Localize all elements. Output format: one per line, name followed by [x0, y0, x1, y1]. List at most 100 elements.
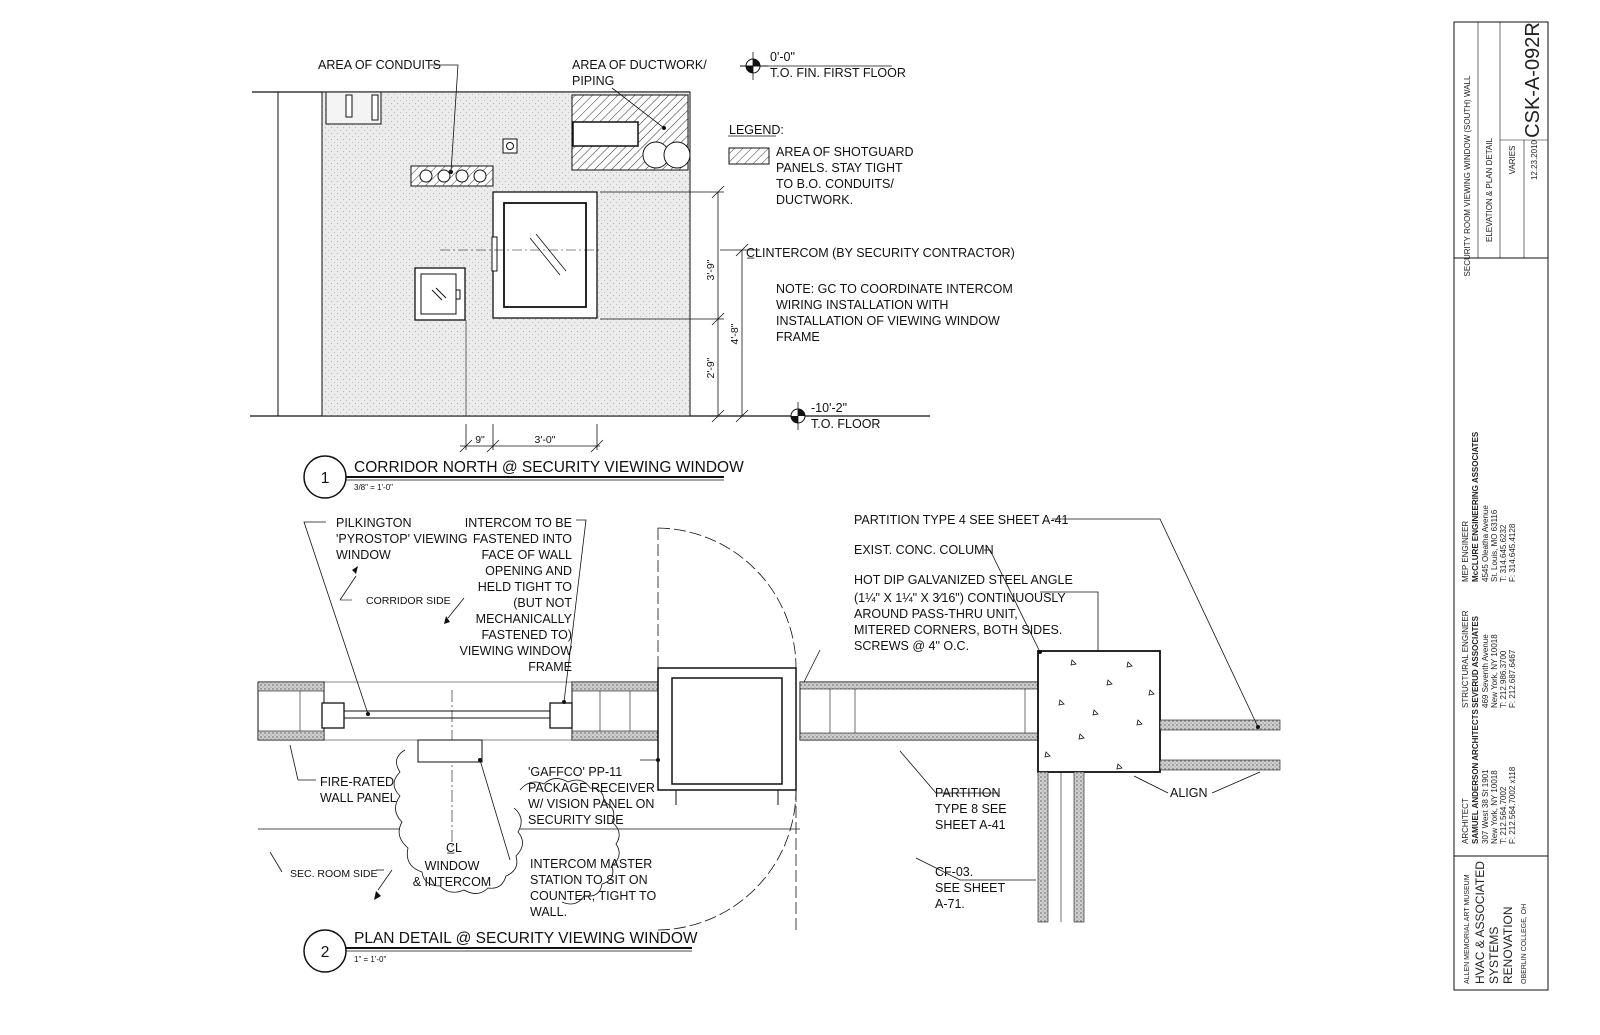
leaders-plan [289, 518, 1261, 881]
sheet-date: 12.23.2010 [1530, 139, 1539, 180]
intercom-note-9: VIEWING WINDOW [460, 644, 573, 658]
mep-line3: T: 314.645.6232 [1499, 524, 1508, 582]
project-client: ALLEN MEMORIAL ART MUSEUM [1464, 874, 1471, 984]
centerline-symbol-plan: C̲L [446, 841, 462, 855]
gaffco-4: SECURITY SIDE [528, 813, 624, 827]
level-top-elev: 0'-0" [770, 50, 795, 64]
sheet-subtitle: ELEVATION & PLAN DETAIL [1485, 137, 1494, 242]
legend-line-3: TO B.O. CONDUITS/ [776, 177, 894, 191]
legend-line-2: PANELS. STAY TIGHT [776, 161, 903, 175]
architect-line2: New York, NY 10018 [1490, 770, 1499, 844]
note-line-1: NOTE: GC TO COORDINATE INTERCOM [776, 282, 1013, 296]
align-note: ALIGN [1170, 786, 1208, 800]
sec-room-side: SEC. ROOM SIDE [290, 868, 378, 880]
leaders-elevation [430, 64, 665, 173]
mep-firm: McCLURE ENGINEERING ASSOCIATES [1471, 431, 1480, 582]
dimension-lines [459, 185, 760, 453]
intercom-note-10: FRAME [528, 660, 572, 674]
cf03-3: A-71. [935, 897, 965, 911]
project-name-3: RENOVATION [1501, 906, 1515, 984]
elevation-drawing [250, 52, 930, 453]
pilkington-2: 'PYROSTOP' VIEWING [336, 532, 468, 546]
label-intercom: INTERCOM (BY SECURITY CONTRACTOR) [762, 246, 1015, 260]
sheet-title: SECURITY ROOM VIEWING WINDOW (SOUTH) WAL… [1463, 75, 1472, 276]
architect-role: ARCHITECT [1461, 798, 1470, 844]
dim-3-0: 3'-0" [535, 434, 556, 446]
label-conduits: AREA OF CONDUITS [318, 58, 441, 72]
level-marker-top [740, 52, 892, 80]
legend-title: LEGEND: [729, 123, 784, 137]
detail-title-2 [303, 929, 692, 973]
detail-title-1 [303, 455, 724, 499]
detail-number-2: 2 [321, 944, 330, 961]
pilkington-1: PILKINGTON [336, 516, 411, 530]
title-block [1453, 21, 1549, 991]
structural-line2: New York, NY 10018 [1490, 634, 1499, 708]
concrete-column [1037, 650, 1161, 773]
mep-role: MEP ENGINEER [1461, 521, 1470, 582]
intercom-note-8: FASTENED TO) [481, 628, 572, 642]
architect-firm: SAMUEL ANDERSON ARCHITECTS [1471, 709, 1480, 844]
sheet-number: CSK-A-092R [1522, 22, 1544, 138]
dim-9: 9" [475, 434, 485, 446]
intercom-note-6: (BUT NOT [513, 596, 572, 610]
detail-number-1: 1 [321, 470, 330, 487]
column-note: EXIST. CONC. COLUMN [854, 543, 994, 557]
gaffco-3: W/ VISION PANEL ON [528, 797, 654, 811]
level-bottom-desc: T.O. FLOOR [811, 417, 880, 431]
project-name-1: HVAC & ASSOCIATED [1473, 861, 1487, 984]
intercom-note-5: HELD TIGHT TO [478, 580, 573, 594]
detail-scale-1: 3/8" = 1'-0" [354, 483, 393, 492]
intercom-note-1: INTERCOM TO BE [465, 516, 572, 530]
master-station-2: STATION TO SIT ON [530, 873, 648, 887]
architect-line3: T: 212.564.7002 [1499, 786, 1508, 844]
project-location: OBERLIN COLLEGE, OH [1521, 904, 1528, 984]
conduit-bank [410, 165, 494, 187]
note-line-4: FRAME [776, 330, 820, 344]
label-ductwork-2: PIPING [572, 74, 614, 88]
window-intercom-1: WINDOW [425, 859, 480, 873]
master-station-3: COUNTER, TIGHT TO [530, 889, 656, 903]
dim-2-9: 2'-9" [705, 357, 717, 378]
dim-4-8: 4'-8" [729, 323, 741, 344]
intercom-note-3: FACE OF WALL [481, 548, 572, 562]
plan-drawing [257, 518, 1281, 931]
steel-angle-3: AROUND PASS-THRU UNIT, [854, 607, 1018, 621]
partition-8-2: TYPE 8 SEE [935, 802, 1007, 816]
structural-line4: F: 212.687.6467 [1508, 649, 1517, 708]
partition-4-note: PARTITION TYPE 4 SEE SHEET A-41 [854, 513, 1068, 527]
architect-line1: 307 West 38 St 1901 [1481, 769, 1490, 844]
mep-line1: 4545 Oleatha Avenue [1481, 505, 1490, 582]
note-line-2: WIRING INSTALLATION WITH [776, 298, 948, 312]
structural-line1: 469 Seventh Avenue [1481, 634, 1490, 708]
partition-8-1: PARTITION [935, 786, 1001, 800]
steel-angle-2: (1¼" X 1¼" X 3⁄16") CONTINUOUSLY [854, 591, 1066, 605]
detail-title-text-2: PLAN DETAIL @ SECURITY VIEWING WINDOW [354, 930, 698, 947]
label-ductwork-1: AREA OF DUCTWORK/ [572, 58, 707, 72]
structural-line3: T: 212.986.3700 [1499, 650, 1508, 708]
steel-angle-5: SCREWS @ 4" O.C. [854, 639, 969, 653]
structural-role: STRUCTURAL ENGINEER [1461, 610, 1470, 708]
project-name-2: SYSTEMS [1487, 927, 1501, 984]
wall-left [257, 681, 325, 741]
master-station-4: WALL. [530, 905, 567, 919]
gaffco-2: PACKAGE RECEIVER [528, 781, 655, 795]
legend-line-1: AREA OF SHOTGUARD [776, 145, 914, 159]
detail-scale-2: 1" = 1'-0" [354, 955, 386, 964]
window-intercom-2: & INTERCOM [413, 875, 491, 889]
intercom-note-7: MECHANICALLY [476, 612, 573, 626]
corridor-side: CORRIDOR SIDE [366, 595, 451, 607]
cf03-1: CF-03. [935, 865, 973, 879]
master-station-1: INTERCOM MASTER [530, 857, 652, 871]
fire-rated-2: WALL PANEL [320, 791, 397, 805]
level-marker-bottom [790, 402, 806, 430]
mep-line4: F: 314.645.4128 [1508, 523, 1517, 582]
partition-8-3: SHEET A-41 [935, 818, 1006, 832]
mep-line2: St. Louis, MO 63116 [1490, 509, 1499, 582]
steel-angle-1: HOT DIP GALVANIZED STEEL ANGLE [854, 573, 1073, 587]
partition-right [799, 681, 1039, 741]
centerline-symbol: C̲L [746, 246, 762, 260]
structural-firm: SEVERUD ASSOCIATES [1471, 615, 1480, 708]
intercom-note-2: FASTENED INTO [473, 532, 572, 546]
